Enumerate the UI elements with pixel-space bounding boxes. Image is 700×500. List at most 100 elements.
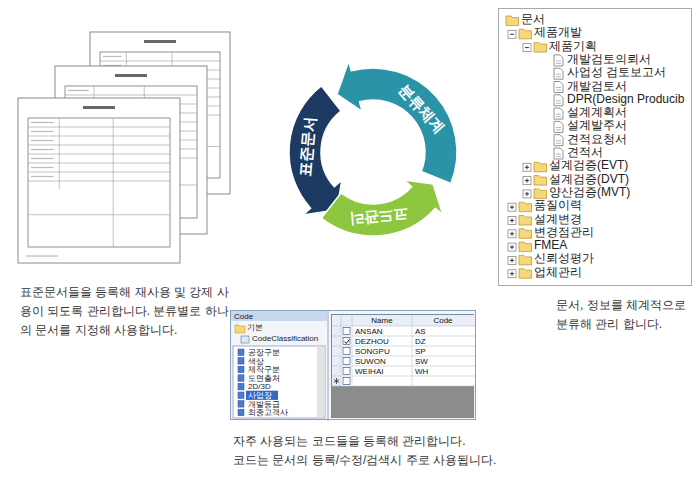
item-icon <box>238 383 244 390</box>
table-rule <box>28 172 170 173</box>
document-icon-line <box>556 154 561 155</box>
expander-minus <box>525 47 529 48</box>
panel-chrome <box>332 315 475 419</box>
caption-text: 자주 사용되는 코드들을 등록해 관리합니다. <box>233 432 466 451</box>
document-icon-line <box>556 116 561 117</box>
folder-icon <box>506 16 519 26</box>
selection-highlight <box>246 391 278 400</box>
tree-item: 문서 <box>521 13 545 26</box>
table-rule <box>28 145 170 146</box>
grid-rule <box>352 315 353 386</box>
document-icon-line <box>556 60 561 61</box>
code-item: 사업장 <box>248 391 272 400</box>
tree-item: 제품기획 <box>549 40 597 53</box>
code-window: NameCodeANSANASDEZHOUDZSONGPUSPSUWONSWWE… <box>230 310 476 420</box>
expander-box <box>508 230 516 238</box>
code-item: 기본 <box>247 323 263 332</box>
document-icon-line <box>556 90 561 91</box>
folder-icon <box>534 189 547 199</box>
caption-text: 표준문서들을 등록해 재사용 및 강제 사용이 되도록 관리합니다. 분류별로 … <box>20 283 234 340</box>
tree-item: FMEA <box>534 239 567 252</box>
item-icon <box>238 409 244 416</box>
caption-text: 코드는 문서의 등록/수정/검색시 주로 사용됩니다. <box>233 451 496 470</box>
code-item: CodeClassification <box>252 334 318 343</box>
grid-cell: AS <box>415 327 426 337</box>
code-item: 공장구분 <box>248 348 280 357</box>
checkbox <box>343 378 350 385</box>
pane-divider <box>328 311 329 421</box>
table-text <box>31 140 54 141</box>
grid-rule <box>341 315 342 386</box>
tree-item: 제품개발 <box>534 26 582 39</box>
grid-cell: SONGPU <box>355 347 390 357</box>
table-text <box>31 158 54 159</box>
document-icon-line <box>556 143 561 144</box>
table-rule <box>59 118 60 189</box>
table-rule <box>100 61 220 62</box>
row-header <box>332 315 341 386</box>
grid-cell: SP <box>415 347 426 357</box>
expander-box <box>523 163 531 171</box>
document-icon <box>554 95 563 106</box>
expander-minus <box>510 34 514 35</box>
table-rule <box>28 163 170 164</box>
new-row-mark <box>334 380 339 383</box>
table-rule <box>113 118 114 247</box>
table-text <box>103 56 122 57</box>
document-icon <box>554 82 563 93</box>
grid-cell: Name <box>352 316 412 326</box>
sheet-footer <box>26 255 58 256</box>
grid-rule <box>332 376 475 377</box>
document-icon <box>554 135 563 146</box>
grid-rule <box>332 386 475 387</box>
item-icon <box>238 366 244 373</box>
document-icon <box>554 55 563 66</box>
tree-item: 설계계획서 <box>567 106 627 119</box>
code-item: 색상 <box>248 357 264 366</box>
tree-item: 견적요청서 <box>567 133 627 146</box>
grid-cell: DZ <box>415 337 426 347</box>
folder-icon <box>519 202 532 212</box>
table-rule <box>28 154 170 155</box>
cycle-arrow <box>289 86 342 215</box>
code-item: 개발등급 <box>248 400 280 409</box>
class-icon <box>241 336 249 343</box>
list-box <box>233 346 325 418</box>
document-icon-line <box>556 63 561 64</box>
expander-box <box>523 190 531 198</box>
table-text <box>31 131 54 132</box>
folder-icon <box>534 176 547 186</box>
document-icon <box>554 108 563 119</box>
table-rule <box>65 95 197 96</box>
grid-cell: SUWON <box>355 357 386 367</box>
folder-icon <box>519 255 532 265</box>
table-rule <box>28 214 170 215</box>
scrollbar <box>317 347 325 418</box>
sheet-title <box>83 106 115 109</box>
checkbox <box>343 348 350 355</box>
document-sheet <box>18 98 180 263</box>
document-icon-line <box>556 100 561 101</box>
code-item: 도면출처 <box>248 374 280 383</box>
new-row-mark <box>334 380 339 383</box>
grid-header <box>332 315 475 326</box>
code-grid: NameCodeANSANASDEZHOUDZSONGPUSPSUWONSWWE… <box>331 314 474 418</box>
grid-rule <box>412 315 413 386</box>
expander-plus <box>527 192 528 196</box>
expander-box <box>508 217 516 225</box>
expander-plus <box>527 179 528 183</box>
folder-icon <box>519 229 532 239</box>
folder-icon <box>534 162 547 172</box>
grid-cell: WEIHAI <box>355 367 383 377</box>
tree-item: 견적서 <box>567 146 603 159</box>
pane-header <box>231 311 327 321</box>
document-icon-line <box>556 156 561 157</box>
tree-item: DPR(Design Producib <box>567 93 684 106</box>
tree-item: 품질이력 <box>534 199 582 212</box>
expander-box <box>508 30 516 38</box>
grid-cell: SW <box>415 357 428 367</box>
tree-item: 설계변경 <box>534 213 582 226</box>
document-icon-line <box>556 129 561 130</box>
table-rule <box>28 136 170 137</box>
